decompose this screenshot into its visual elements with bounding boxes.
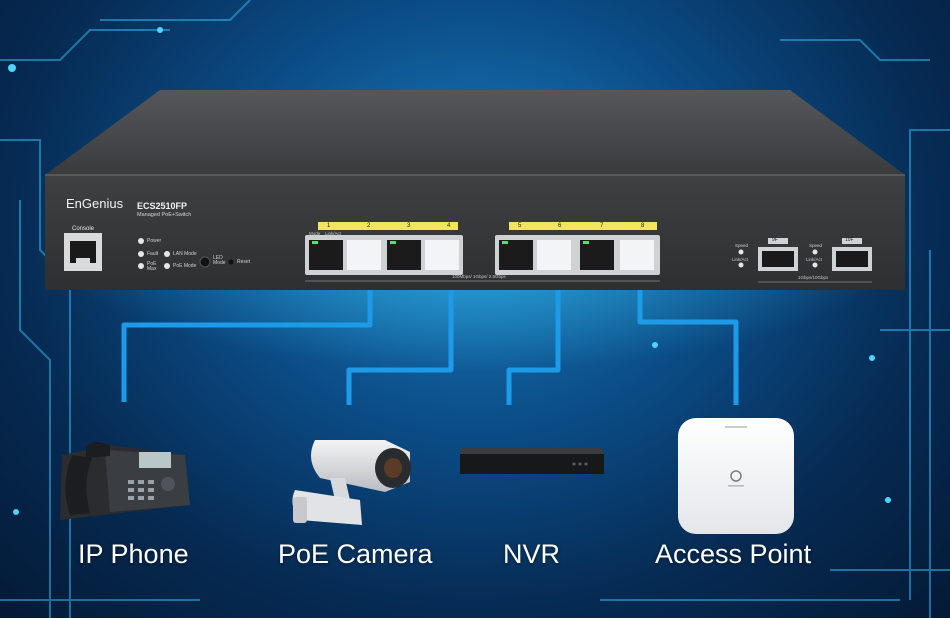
- port-4: [425, 240, 459, 270]
- mode-label: Mode: [309, 231, 321, 236]
- led-label-lan-mode: LAN Mode: [173, 251, 197, 257]
- switch-top: [45, 90, 905, 175]
- port-number-6: 6: [558, 223, 562, 229]
- port-7: [580, 240, 614, 270]
- switch: [45, 90, 905, 290]
- reset-pinhole: [228, 259, 234, 265]
- rj45-ports: [305, 235, 660, 275]
- status-leds: [138, 238, 170, 269]
- led-label-fault: Fault: [147, 251, 159, 257]
- access-point-icon: [678, 418, 794, 534]
- sfp-linkact-led-label-a: Link/Act: [732, 257, 749, 262]
- port-2: [347, 240, 381, 270]
- port-speed-label: 100Mbps/ 1Gbps/ 2.5Gbps: [452, 274, 506, 279]
- cable-to-camera: [346, 258, 454, 405]
- switch-model: ECS2510FP: [137, 201, 188, 211]
- port-number-8: 8: [641, 223, 645, 229]
- port-number-7: 7: [600, 223, 604, 229]
- switch-brand: EnGenius: [66, 196, 124, 211]
- camera-icon: [292, 440, 411, 525]
- link-act-label: Link/Act: [325, 231, 342, 236]
- port-1: [309, 240, 343, 270]
- sfp-linkact-led-label-b: Link/Act: [806, 257, 823, 262]
- sfp-speed-led-label-a: Speed: [735, 243, 749, 248]
- port-number-2: 2: [367, 223, 371, 229]
- led-label-power: Power: [147, 238, 162, 244]
- sfp-speed-label: 1Gbps/10Gbps: [798, 275, 829, 280]
- switch-front-panel: [45, 175, 905, 290]
- led-label-poe-max: PoE Max: [147, 261, 157, 272]
- sfp-speed-led-label-b: Speed: [809, 243, 823, 248]
- sfp-port-label-9f: 9F: [772, 237, 778, 243]
- cables: [121, 258, 739, 405]
- sfp-port-label-10f: 10F: [845, 237, 854, 243]
- console-label: Console: [72, 226, 95, 232]
- led-label-poe-mode: PoE Mode: [173, 263, 197, 269]
- device-label-nvr: NVR: [503, 539, 561, 569]
- port-number-1: 1: [327, 223, 331, 229]
- port-number-5: 5: [518, 223, 522, 229]
- device-label-access-point: Access Point: [655, 539, 812, 569]
- port-number-3: 3: [407, 223, 411, 229]
- port-number-strip-b: [509, 222, 657, 230]
- port-8: [620, 240, 654, 270]
- device-label-poe-camera: PoE Camera: [278, 539, 433, 569]
- cable-to-nvr: [506, 258, 561, 405]
- port-6: [537, 240, 571, 270]
- led-label-led-mode: LED Mode: [213, 255, 226, 266]
- port-5: [499, 240, 533, 270]
- led-label-reset: Reset: [237, 259, 251, 265]
- ip-phone-icon: [60, 442, 190, 520]
- port-number-4: 4: [447, 223, 451, 229]
- device-label-ip-phone: IP Phone: [78, 539, 189, 569]
- switch-model-subtitle: Managed PoE+Switch: [137, 212, 192, 218]
- cable-to-ip-phone: [121, 258, 373, 402]
- nvr-icon: [460, 448, 604, 474]
- led-mode-button: [199, 256, 211, 268]
- port-number-strip-a: [318, 222, 458, 230]
- port-3: [387, 240, 421, 270]
- sfp-ports: [738, 238, 872, 283]
